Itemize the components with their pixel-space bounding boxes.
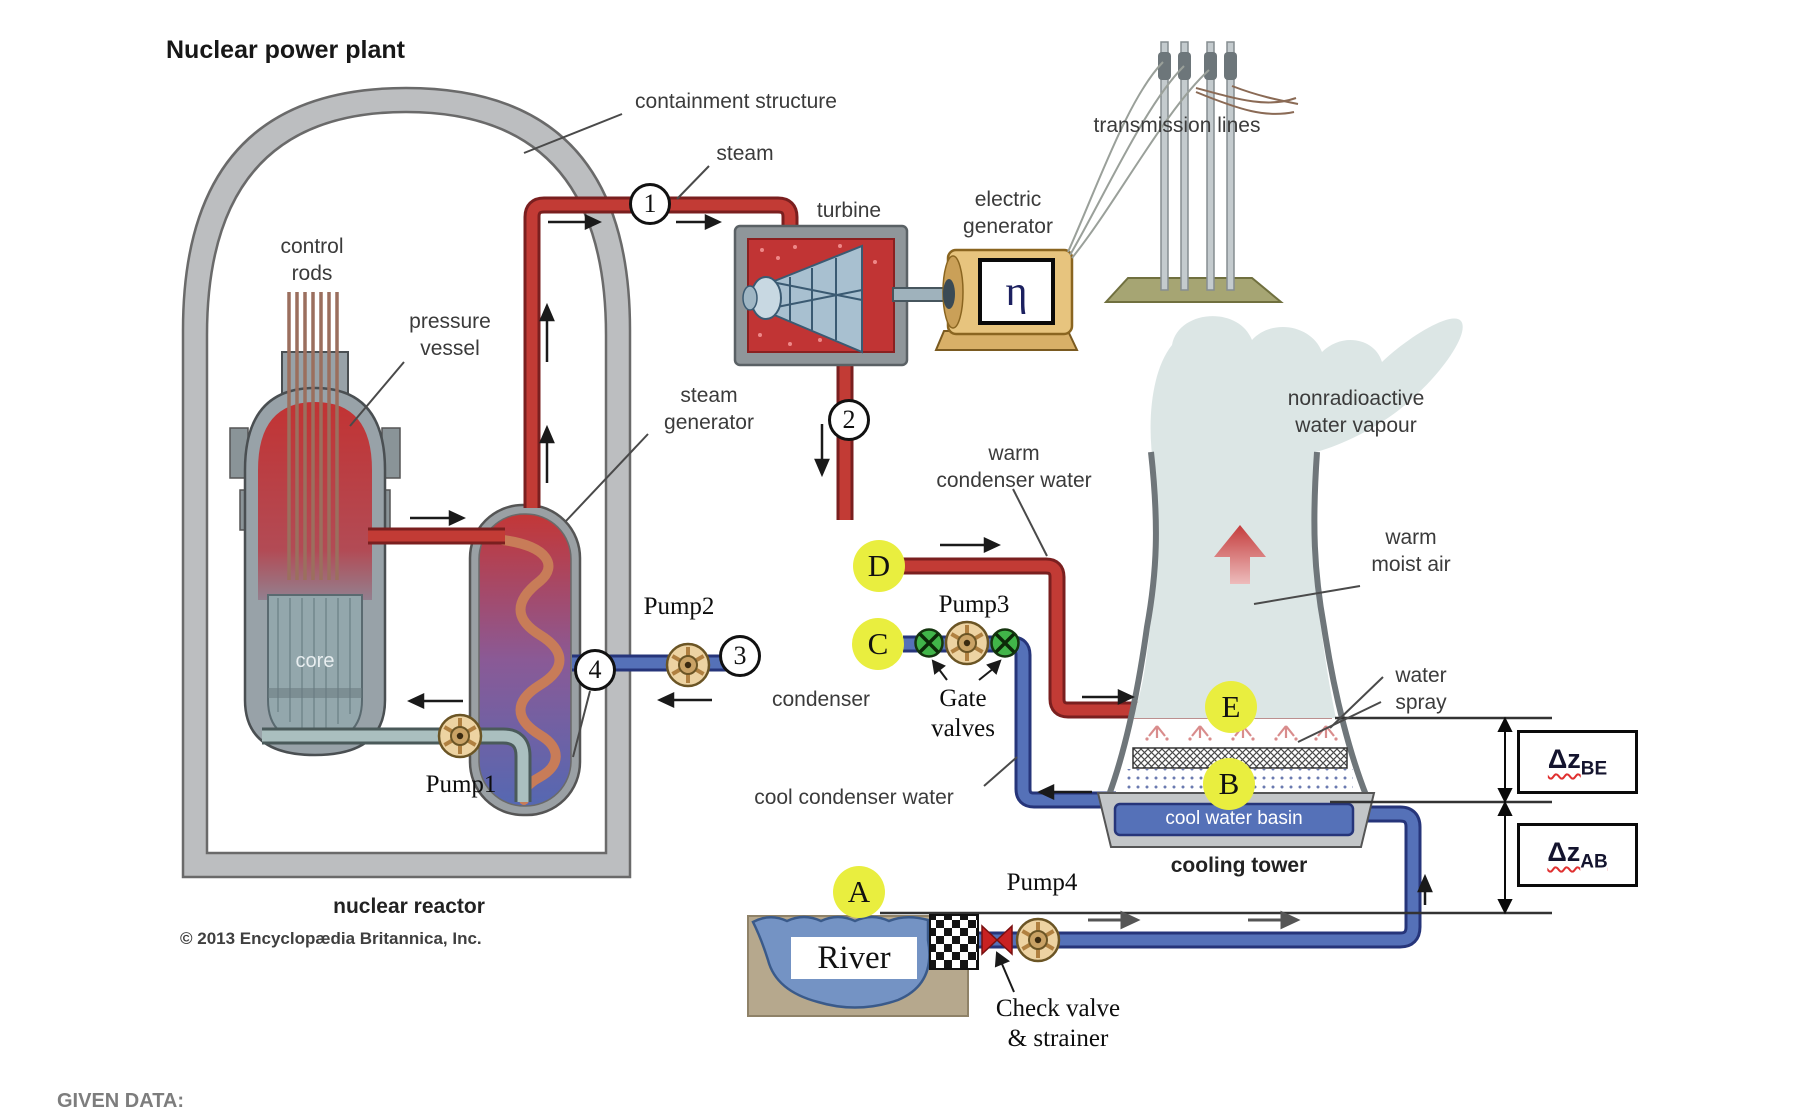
generator-wires — [1067, 61, 1210, 259]
label-pressure-vessel-line1: pressure — [409, 310, 491, 333]
label-pressure-vessel-line2: vessel — [420, 337, 480, 361]
label-pump4: Pump4 — [1006, 869, 1078, 896]
updraft-arrow — [1214, 525, 1266, 584]
label-electric-generator-line2: generator — [963, 215, 1053, 239]
label-core: core — [295, 650, 335, 672]
state-point-1: 1 — [629, 183, 671, 225]
state-point-4: 4 — [574, 649, 616, 691]
pump3-icon — [944, 620, 990, 666]
river-pipe-arrows — [1088, 910, 1301, 930]
label-warm-condenser-water: warm condenser water — [936, 440, 1091, 495]
station-e: E — [1205, 681, 1257, 733]
primary-cold-leg — [262, 730, 529, 802]
label-pump3: Pump3 — [938, 591, 1010, 618]
cool-water-basin — [1096, 792, 1376, 848]
turbine — [733, 224, 909, 367]
label-warm-moist-air-line1: warm — [1385, 526, 1437, 549]
label-steam-generator-line1: steam — [680, 384, 738, 407]
label-nuclear-reactor: nuclear reactor — [333, 895, 485, 918]
efficiency-eta-box: η — [978, 258, 1055, 325]
label-containment-structure: containment structure — [635, 90, 837, 113]
label-electric-generator: electric generator — [963, 186, 1053, 241]
gate-valve-right-icon — [989, 627, 1021, 659]
delta-z-ab-sub: AB — [1580, 851, 1608, 873]
pump2-icon — [665, 642, 711, 688]
state-point-3: 3 — [719, 635, 761, 677]
delta-z-ab-text: ΔzAB — [1547, 837, 1607, 873]
label-check-valve-line2: & strainer — [1007, 1025, 1109, 1052]
pointer-arrows — [931, 659, 1015, 993]
delta-z-be-main: Δz — [1547, 743, 1581, 774]
label-warm-condenser-water-line2: condenser water — [936, 469, 1092, 493]
page-title: Nuclear power plant — [166, 36, 405, 64]
delta-z-be-text: ΔzBE — [1548, 744, 1607, 780]
label-control-rods-line1: control — [280, 235, 344, 258]
label-cool-condenser-water: cool condenser water — [754, 786, 954, 809]
reactor-pressure-vessel — [229, 292, 401, 757]
strainer — [929, 914, 979, 970]
label-turbine: turbine — [816, 199, 882, 222]
label-pump1: Pump1 — [425, 771, 497, 798]
label-gate-valves-line2: valves — [931, 715, 995, 742]
label-water-spray: water spray — [1395, 662, 1446, 717]
gate-valve-left-icon — [913, 627, 945, 659]
label-check-valve-strainer: Check valve & strainer — [996, 994, 1120, 1054]
containment-structure — [181, 86, 632, 879]
label-control-rods: control rods — [280, 233, 343, 288]
label-gate-valves: Gate valves — [931, 684, 995, 744]
given-data-heading: GIVEN DATA: — [57, 1090, 185, 1112]
check-valve — [981, 924, 1013, 956]
pump4-icon — [1015, 917, 1061, 963]
state-point-2: 2 — [828, 399, 870, 441]
station-b: B — [1203, 758, 1255, 810]
label-control-rods-line2: rods — [291, 262, 333, 286]
label-pump2: Pump2 — [643, 593, 715, 620]
outgoing-wires — [1195, 85, 1299, 115]
datum-lines — [880, 716, 1552, 915]
pump1-icon — [437, 713, 483, 759]
label-cooling-tower: cooling tower — [1170, 854, 1308, 877]
label-electric-generator-line1: electric — [974, 188, 1042, 211]
dimension-arrows — [1497, 716, 1513, 915]
label-check-valve-line1: Check valve — [995, 995, 1121, 1022]
flow-arrows — [407, 214, 1433, 905]
steam-generator-coil — [498, 535, 565, 805]
label-warm-moist-air-line2: moist air — [1371, 553, 1451, 577]
cooling-tower — [1106, 316, 1463, 797]
tower-wall-right — [1311, 451, 1369, 797]
label-river: River — [791, 937, 917, 979]
label-warm-condenser-water-line1: warm — [988, 442, 1040, 465]
vapor-plume — [1150, 316, 1463, 470]
label-condenser: condenser — [771, 688, 871, 711]
leader-lines — [349, 113, 1384, 787]
label-nonradioactive-line1: nonradioactive — [1287, 387, 1425, 410]
delta-z-ab-main: Δz — [1547, 836, 1581, 867]
copyright-credit: © 2013 Encyclopædia Britannica, Inc. — [180, 929, 482, 948]
label-water-spray-line1: water — [1395, 664, 1447, 687]
label-steam: steam — [716, 142, 774, 165]
label-water-spray-line2: spray — [1395, 691, 1447, 715]
label-warm-moist-air: warm moist air — [1371, 524, 1450, 579]
label-nonradioactive-line2: water vapour — [1295, 414, 1417, 438]
label-steam-generator: steam generator — [664, 382, 754, 437]
delta-z-ab-box: ΔzAB — [1517, 823, 1638, 887]
transmission-pylons — [1067, 41, 1299, 303]
label-transmission-lines: transmission lines — [1093, 114, 1261, 137]
control-rods — [287, 292, 339, 580]
tower-wall-left — [1106, 451, 1159, 797]
tower-interior-vapor — [1132, 452, 1336, 718]
label-nonradioactive-vapour: nonradioactive water vapour — [1288, 385, 1425, 440]
station-c: C — [852, 618, 904, 670]
delta-z-be-sub: BE — [1580, 758, 1608, 780]
label-cool-water-basin: cool water basin — [1165, 808, 1303, 829]
delta-z-be-box: ΔzBE — [1517, 730, 1638, 794]
station-a: A — [833, 866, 885, 918]
label-gate-valves-line1: Gate — [939, 685, 987, 712]
station-d: D — [853, 540, 905, 592]
label-steam-generator-line2: generator — [664, 411, 754, 435]
label-pressure-vessel: pressure vessel — [409, 308, 491, 363]
